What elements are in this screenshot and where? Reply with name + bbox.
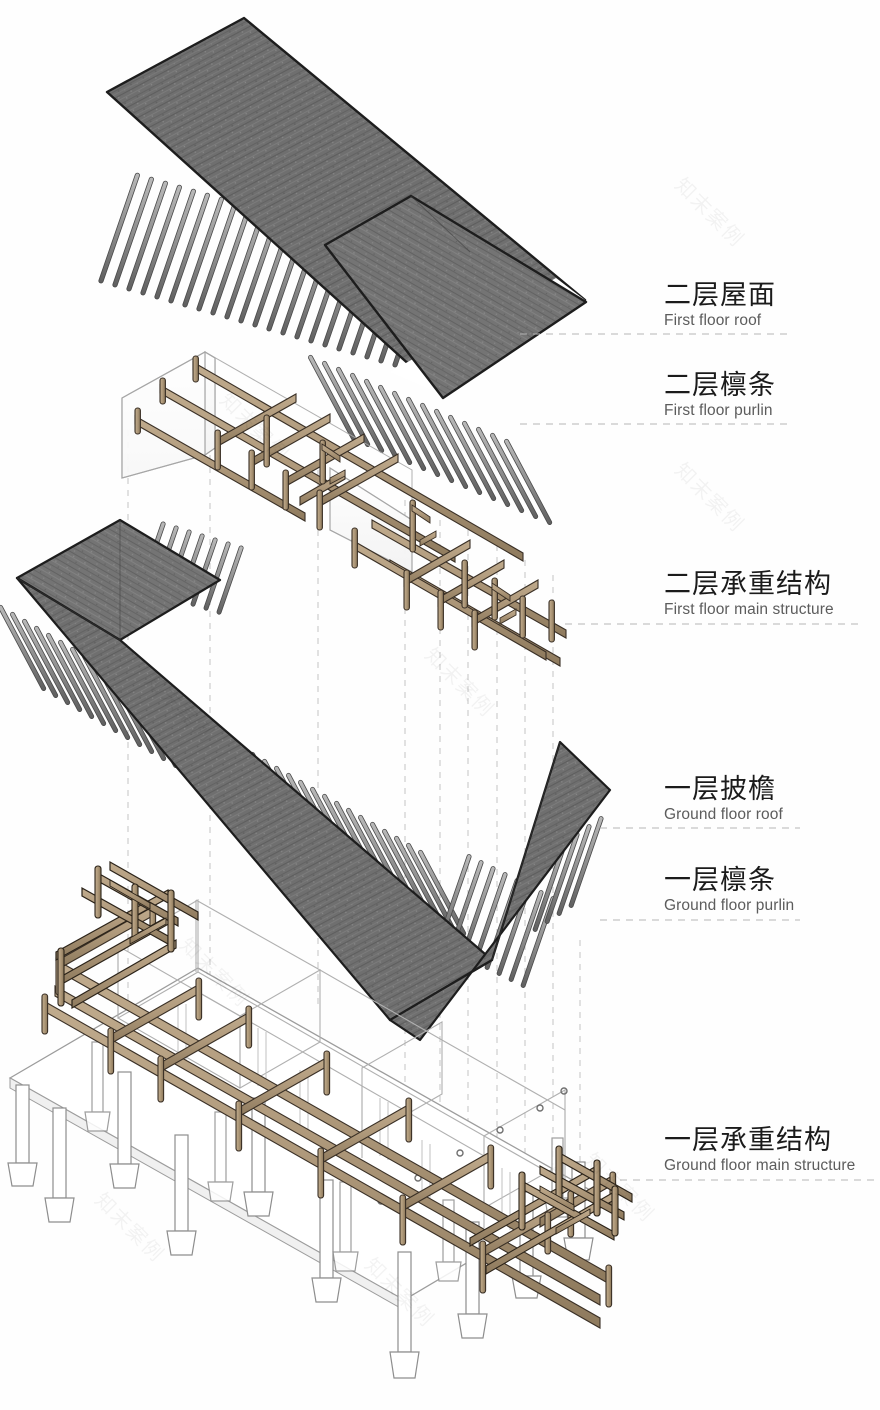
first-floor-roof-wing [323, 194, 588, 400]
label-cn-ground-floor-purlin: 一层檩条 [664, 865, 776, 896]
label-ground-floor-main-structure: 一层承重结构 Ground floor main structure [664, 1126, 855, 1175]
layer-ground-floor-main-structure [7, 860, 633, 1379]
label-en-first-floor-purlin: First floor purlin [664, 402, 773, 420]
label-leader-lines [520, 333, 876, 1181]
label-ground-floor-purlin: 一层檩条 Ground floor purlin [664, 866, 794, 915]
label-en-first-floor-main-structure: First floor main structure [664, 601, 834, 619]
label-cn-ground-floor-main-structure: 一层承重结构 [664, 1125, 832, 1156]
label-cn-first-floor-purlin: 二层檩条 [664, 370, 776, 401]
label-cn-first-floor-roof: 二层屋面 [664, 280, 776, 311]
ground-floor-room-partitions [117, 899, 566, 1228]
ground-floor-roof-long-slope [15, 576, 494, 1022]
label-en-ground-floor-purlin: Ground floor purlin [664, 897, 795, 915]
label-first-floor-purlin: 二层檩条 First floor purlin [664, 371, 776, 420]
layer-first-floor-main-structure [121, 350, 567, 667]
label-en-ground-floor-main-structure: Ground floor main structure [664, 1157, 856, 1175]
label-cn-first-floor-main-structure: 二层承重结构 [664, 569, 832, 600]
label-en-first-floor-roof: First floor roof [664, 312, 762, 330]
layer-ground-floor-roof [0, 518, 612, 1042]
first-floor-timber-beams [134, 355, 567, 667]
label-first-floor-roof: 二层屋面 First floor roof [664, 281, 776, 330]
ground-floor-timber-frame [41, 860, 633, 1329]
label-en-ground-floor-roof: Ground floor roof [664, 806, 783, 824]
layer-first-floor-roof [98, 16, 588, 525]
label-first-floor-main-structure: 二层承重结构 First floor main structure [664, 570, 834, 619]
label-ground-floor-roof: 一层披檐 Ground floor roof [664, 775, 783, 824]
label-cn-ground-floor-roof: 一层披檐 [664, 774, 776, 805]
